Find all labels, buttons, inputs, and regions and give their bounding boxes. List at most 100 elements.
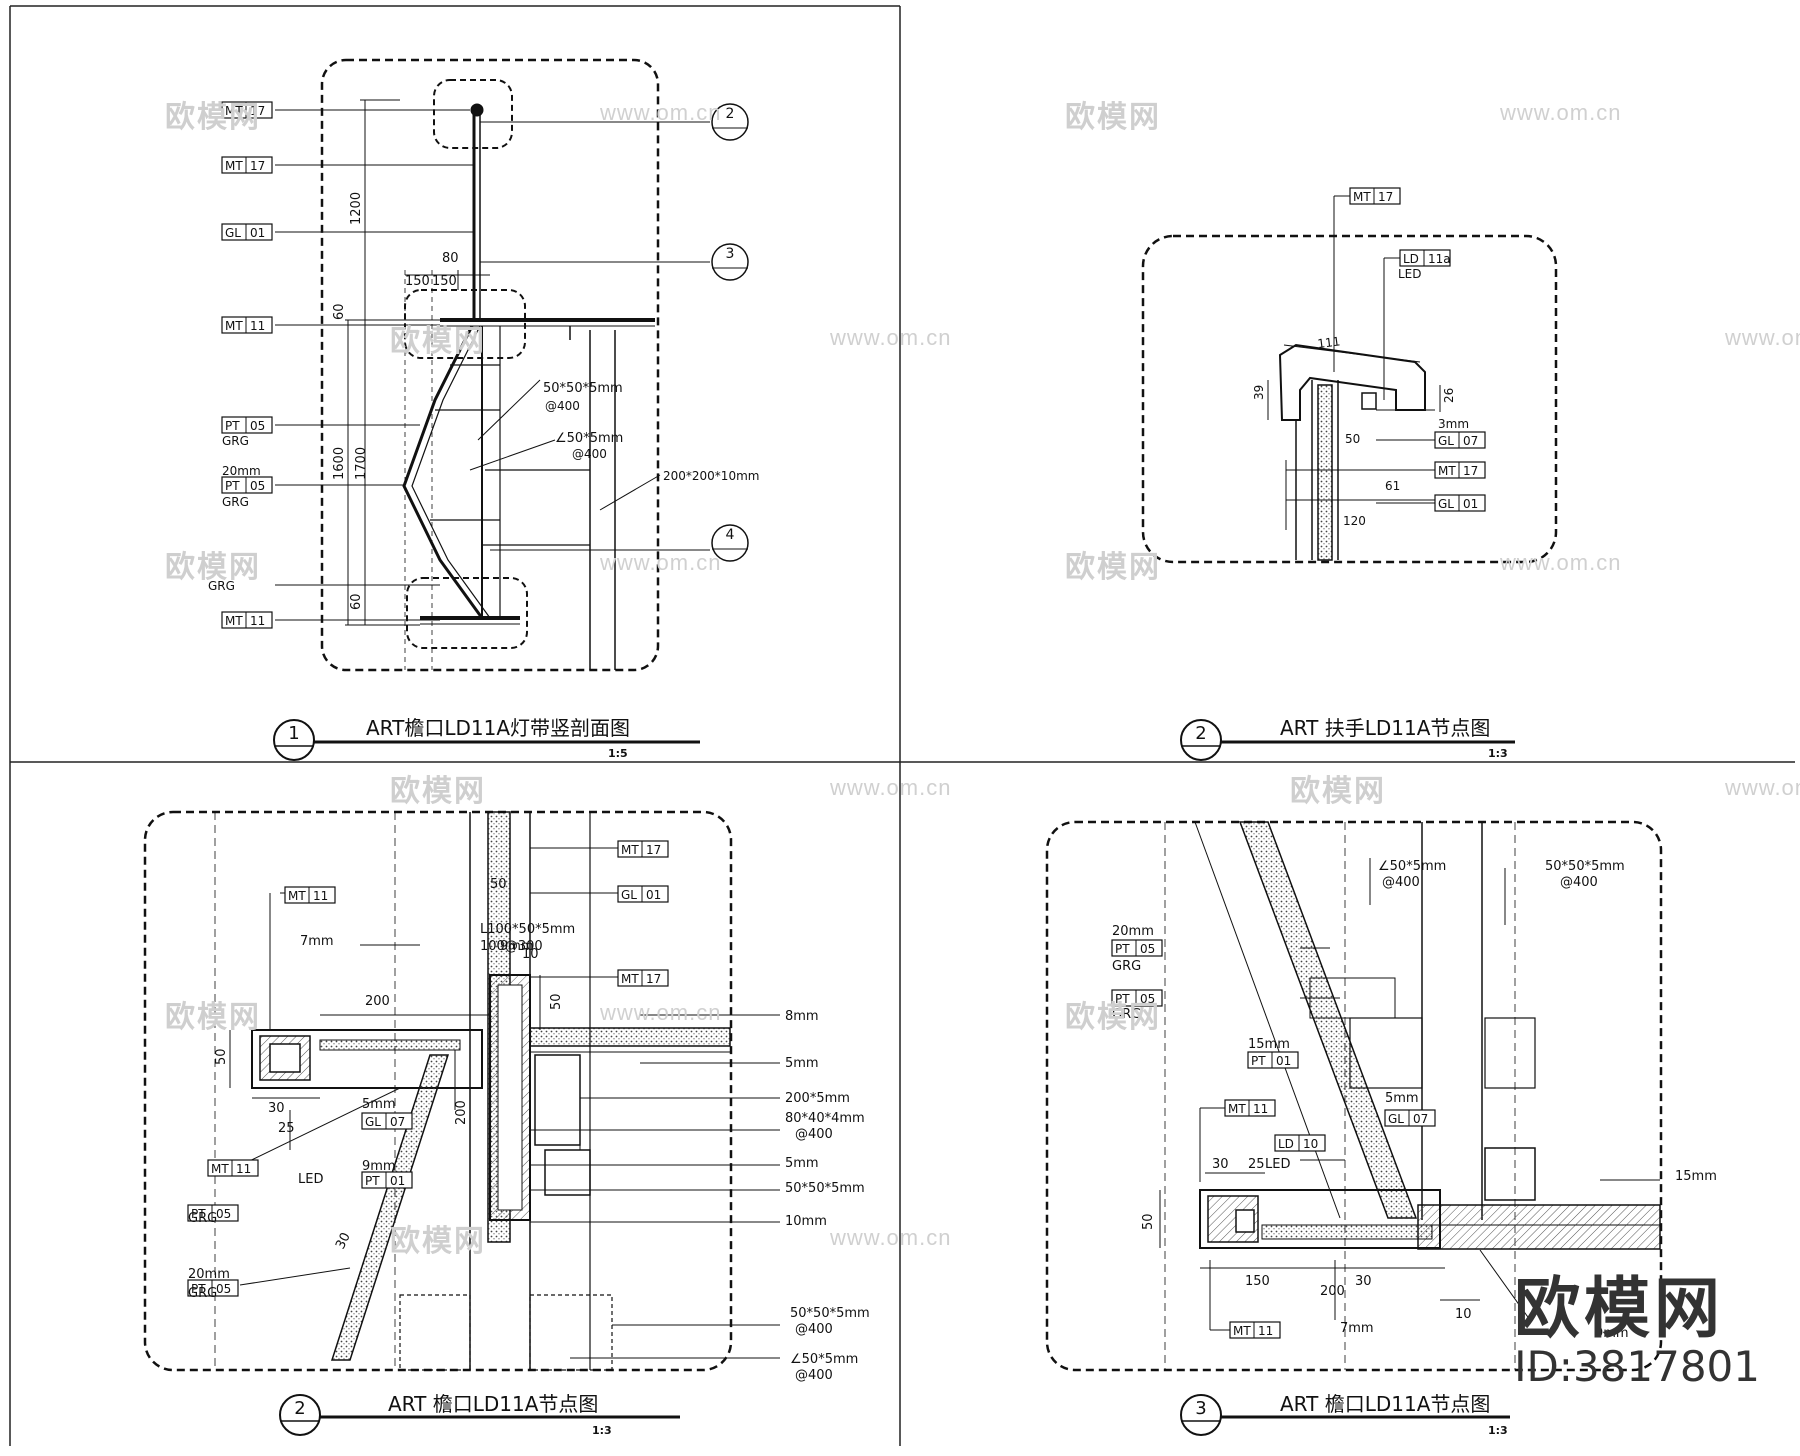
steel-spec: ∠50*5mm bbox=[555, 431, 623, 446]
annotation-label: 20mm bbox=[1112, 924, 1154, 939]
material-tag bbox=[1247, 1051, 1299, 1069]
material-tag-number: 17 bbox=[250, 159, 265, 173]
panel-number: 1 bbox=[288, 723, 299, 744]
tag-frame bbox=[221, 316, 273, 334]
dimension: 50 bbox=[1345, 432, 1360, 446]
annotation-label: 80*40*4mm bbox=[785, 1111, 865, 1126]
material-tag-code: PT bbox=[1251, 1054, 1266, 1068]
annotation-label: 9mm bbox=[500, 939, 534, 954]
watermark-brand: 欧模网 bbox=[165, 550, 261, 585]
annotation-label: 100@300 bbox=[480, 939, 543, 954]
material-tag bbox=[221, 611, 273, 629]
material-tag bbox=[221, 223, 273, 241]
material-tag bbox=[1384, 1109, 1436, 1127]
panel-scale: 1:3 bbox=[592, 1424, 612, 1437]
material-tag bbox=[1229, 1321, 1281, 1339]
tag-frame bbox=[617, 885, 669, 903]
steel-spec: 50*50*5mm bbox=[543, 381, 623, 396]
material-tag-number: 05 bbox=[1140, 942, 1155, 956]
material-tag bbox=[1224, 1099, 1276, 1117]
tag-frame bbox=[207, 1159, 259, 1177]
material-tag bbox=[1434, 461, 1486, 479]
material-tag-code: MT bbox=[211, 1162, 229, 1176]
watermark-url: www.om.cn bbox=[1500, 100, 1622, 125]
material-tag-code: LD bbox=[1403, 252, 1419, 266]
material-tag bbox=[221, 101, 273, 119]
material-tag-number: 17 bbox=[250, 104, 265, 118]
material-tag-code: GL bbox=[1388, 1112, 1404, 1126]
dimension: 50 bbox=[214, 1048, 229, 1065]
watermark-url: www.om.cn bbox=[600, 100, 722, 125]
tag-frame bbox=[1434, 494, 1486, 512]
annotation-label: ∠50*5mm bbox=[1378, 859, 1446, 874]
watermark-url: www.om.cn bbox=[830, 775, 952, 800]
material-tag-number: 07 bbox=[1413, 1112, 1428, 1126]
tag-frame bbox=[1349, 187, 1401, 205]
material-tag-code: GL bbox=[1438, 434, 1454, 448]
annotation-label: @400 bbox=[795, 1127, 833, 1142]
dimension: 200 bbox=[365, 994, 390, 1009]
material-tag-number: 11 bbox=[236, 1162, 251, 1176]
watermark-brand: 欧模网 bbox=[1065, 1000, 1161, 1035]
tag-frame bbox=[361, 1171, 413, 1189]
material-tag-code: PT bbox=[191, 1282, 206, 1296]
dimension: 61 bbox=[1385, 479, 1400, 493]
dimension: 50 bbox=[549, 993, 564, 1010]
dimension: 60 bbox=[349, 593, 364, 610]
dimension: 80 bbox=[442, 251, 459, 266]
material-tag bbox=[284, 886, 336, 904]
tag-frame bbox=[221, 101, 273, 119]
material-tag-code: MT bbox=[225, 614, 243, 628]
annotation-label: @400 bbox=[795, 1368, 833, 1383]
annotation-label: LED bbox=[1265, 1157, 1290, 1172]
material-note: GRG bbox=[222, 495, 249, 509]
watermark-brand: 欧模网 bbox=[165, 100, 261, 135]
watermark-url: www.om.cn bbox=[1725, 775, 1800, 800]
material-note: LED bbox=[1398, 267, 1422, 281]
annotation-label: GRG bbox=[1112, 1007, 1141, 1022]
tag-frame bbox=[221, 476, 273, 494]
dimension: 3mm bbox=[1438, 417, 1469, 431]
material-tag bbox=[221, 156, 273, 174]
material-tag-number: 11 bbox=[250, 319, 265, 333]
steel-spec: @400 bbox=[545, 399, 580, 413]
watermark-url: www.om.cn bbox=[1500, 550, 1622, 575]
material-tag bbox=[617, 969, 669, 987]
material-tag bbox=[361, 1171, 413, 1189]
watermark-brand: 欧模网 bbox=[1065, 550, 1161, 585]
dimension: 39 bbox=[1252, 385, 1266, 400]
material-tag-code: MT bbox=[225, 159, 243, 173]
panel-2-handrail-node bbox=[1141, 195, 1558, 761]
material-tag-number: 07 bbox=[1463, 434, 1478, 448]
tag-frame bbox=[1247, 1051, 1299, 1069]
material-tag bbox=[617, 885, 669, 903]
dimension: 30 bbox=[268, 1101, 285, 1116]
material-tag-number: 01 bbox=[646, 888, 661, 902]
detail-callout-number: 4 bbox=[726, 527, 735, 543]
material-tag-number: 01 bbox=[1463, 497, 1478, 511]
material-tag-number: 05 bbox=[250, 479, 265, 493]
brand-logo-name: 欧模网 bbox=[1514, 1269, 1725, 1347]
watermark-url: www.om.cn bbox=[600, 550, 722, 575]
annotation-label: 200*5mm bbox=[785, 1091, 850, 1106]
material-tag-code: PT bbox=[225, 479, 240, 493]
dimension: 10 bbox=[1455, 1307, 1472, 1322]
material-tag-code: PT bbox=[225, 419, 240, 433]
dimension: 30 bbox=[1212, 1157, 1229, 1172]
annotation-label: 8mm bbox=[785, 1009, 819, 1024]
material-tag-code: MT bbox=[1438, 464, 1456, 478]
annotation-label: GRG bbox=[1112, 959, 1141, 974]
material-tag-number: 17 bbox=[1463, 464, 1478, 478]
material-tag bbox=[187, 1204, 239, 1222]
annotation-label: 50*50*5mm bbox=[1545, 859, 1625, 874]
panel-title: ART 檐口LD11A节点图 bbox=[1280, 1392, 1490, 1416]
watermark-brand: 欧模网 bbox=[390, 1224, 486, 1259]
watermark-url: www.om.cn bbox=[1725, 325, 1800, 350]
material-tag bbox=[187, 1279, 239, 1297]
dimension: 10 bbox=[522, 947, 539, 962]
dimension: 200 bbox=[454, 1100, 469, 1125]
material-tag-code: LD bbox=[1278, 1137, 1294, 1151]
material-tag-code: MT bbox=[288, 889, 306, 903]
watermark-url: www.om.cn bbox=[600, 1000, 722, 1025]
